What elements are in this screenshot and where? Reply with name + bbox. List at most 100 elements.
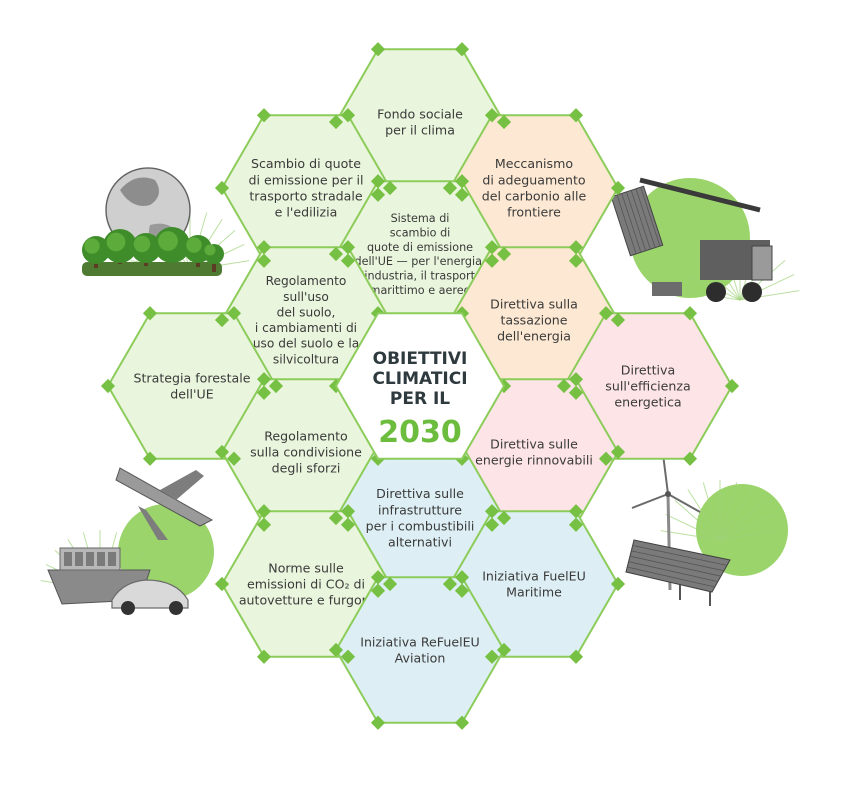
hex-label-line: dell'energia [497,329,571,344]
hex-label-line: per il clima [385,122,455,137]
hex-label-line: infrastrutture [378,502,462,517]
vertex-node [682,306,698,321]
wind-turbine-solar-panel-icon [625,445,788,606]
vertex-node [328,114,344,130]
vertex-node [610,312,626,328]
hex-label-line: Iniziativa ReFuelEU [360,634,480,649]
vertex-node [142,306,158,321]
vertex-node [568,240,584,255]
hex-label-line: dell'UE [170,386,213,401]
hex-label-line: silvicoltura [273,352,339,366]
vertex-node [610,180,626,196]
vertex-node [256,649,272,664]
hex-label-line: quote di emissione [367,241,473,254]
vertex-node [340,240,356,255]
hex-label-line: l'industria, il trasporto [358,269,482,282]
hex-label-line: uso del suolo e la [253,337,359,351]
vertex-node [568,517,584,532]
vertex-node [226,306,242,321]
vertex-node [454,174,470,189]
vertex-node [496,510,512,526]
vertex-node [328,642,344,658]
vertex-node [256,108,272,123]
vertex-node [610,576,626,592]
hex-label-line: Regolamento [264,428,348,443]
vertex-node [256,504,272,519]
vertex-node [370,583,386,598]
hex-label-line: Scambio di quote [251,156,361,171]
vertex-node [484,649,500,664]
vertex-node [484,517,500,532]
hex-label-line: tassazione [500,312,567,327]
hex-label-line: di adeguamento [482,172,586,187]
hex-label-line: dell'UE — per l'energia, [354,255,485,268]
hex-label-line: energetica [614,395,681,410]
vertex-node [370,174,386,189]
illustrations-layer [40,167,800,615]
hex-label-line: Direttiva sulla [490,296,578,311]
vertex-node [340,253,356,268]
vertex-node [454,187,470,202]
vertex-node [682,451,698,466]
vertex-node [496,246,512,262]
hex-label-line: Sistema di [391,212,450,225]
hex-label-line: Maritime [506,584,562,599]
vertex-node [256,517,272,532]
vertex-node [340,649,356,664]
hex-label-line: frontiere [507,205,561,220]
vertex-node [256,385,272,400]
hex-label-line: scambio di [390,226,451,239]
center-hex-shape [334,312,506,460]
vertex-node [568,372,584,387]
vertex-node [340,517,356,532]
vertex-node [442,180,458,196]
hex-label-line: energie rinnovabili [475,452,593,467]
vertex-node [454,715,470,730]
hex-label-line: di emissione per il [249,172,364,187]
vertex-node [724,378,740,394]
vertex-node [598,451,614,466]
vertex-node [328,510,344,526]
earth-with-trees-icon [82,167,250,276]
vertex-node [484,253,500,268]
hex-label-line: emissioni di CO₂ di [247,576,365,591]
vertex-node [370,42,386,57]
vertex-node [454,42,470,57]
vertex-node [214,444,230,460]
vertex-node [214,180,230,196]
vertex-node [100,378,116,394]
vertex-node [484,504,500,519]
hex-label-line: sulla condivisione [250,444,362,459]
vertex-node [484,240,500,255]
vertex-node [214,576,230,592]
hex-label-line: Aviation [395,650,446,665]
hex-label-line: sull'efficienza [605,378,690,393]
hex-label-line: del carbonio alle [482,188,587,203]
vertex-node [256,372,272,387]
hex-label-line: degli sforzi [272,461,341,476]
vertex-node [454,583,470,598]
hex-label-line: alternativi [388,535,452,550]
hex-label-line: e l'edilizia [275,205,338,220]
